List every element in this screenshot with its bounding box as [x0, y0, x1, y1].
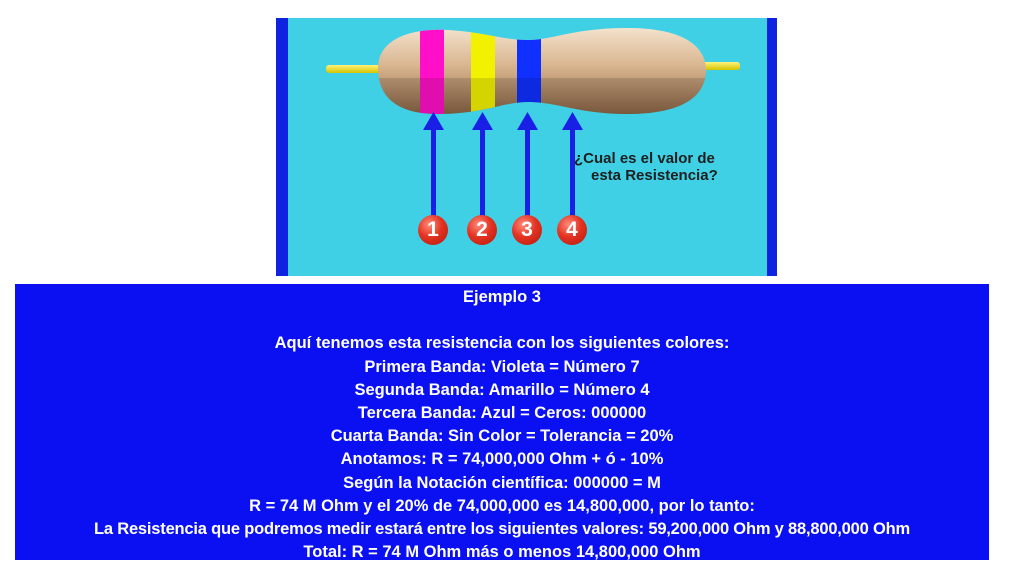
- color-band-1: [420, 28, 444, 114]
- explanation-box: Ejemplo 3 Aquí tenemos esta resistencia …: [15, 284, 989, 561]
- color-band-3: [517, 28, 541, 114]
- explanation-line-6: Anotamos: R = 74,000,000 Ohm + ó - 10%: [340, 450, 664, 469]
- resistor-lead-left: [326, 65, 386, 73]
- resistor-body: [378, 28, 706, 114]
- color-band-2: [471, 28, 495, 114]
- arrows: [423, 112, 583, 216]
- explanation-line-3: Segunda Banda: Amarillo = Número 4: [354, 380, 650, 399]
- question-text: ¿Cual es el valor de esta Resistencia?: [574, 150, 774, 184]
- explanation-line-9: La Resistencia que podremos medir estará…: [94, 520, 910, 539]
- band-number-2: 2: [467, 215, 497, 245]
- figure-background: ¿Cual es el valor de esta Resistencia? 1…: [288, 18, 767, 276]
- resistor-illustration: [326, 28, 740, 216]
- heading: Ejemplo 3: [463, 288, 541, 306]
- spacer: [15, 309, 989, 332]
- explanation-line-10: Total: R = 74 M Ohm más o menos 14,800,0…: [303, 543, 701, 562]
- explanation-line-7: Según la Notación científica: 000000 = M: [343, 473, 661, 492]
- band-shading: [378, 78, 706, 114]
- resistor-figure: ¿Cual es el valor de esta Resistencia? 1…: [276, 18, 777, 276]
- explanation-line-5: Cuarta Banda: Sin Color = Tolerancia = 2…: [330, 427, 674, 446]
- explanation-line-8: R = 74 M Ohm y el 20% de 74,000,000 es 1…: [249, 496, 755, 515]
- question-line-1: ¿Cual es el valor de: [574, 150, 715, 167]
- arrow-4: [562, 112, 583, 216]
- explanation-line-2: Primera Banda: Violeta = Número 7: [364, 357, 640, 376]
- arrow-1: [423, 112, 444, 216]
- arrow-3: [517, 112, 538, 216]
- band-number-1: 1: [418, 215, 448, 245]
- band-number-4: 4: [557, 215, 587, 245]
- explanation-line-4: Tercera Banda: Azul = Ceros: 000000: [357, 404, 647, 422]
- band-number-3: 3: [512, 215, 542, 245]
- explanation-line-1: Aquí tenemos esta resistencia con los si…: [274, 334, 730, 353]
- arrow-2: [472, 112, 493, 216]
- question-line-2: esta Resistencia?: [591, 167, 718, 184]
- resistor-lead-right: [698, 62, 740, 70]
